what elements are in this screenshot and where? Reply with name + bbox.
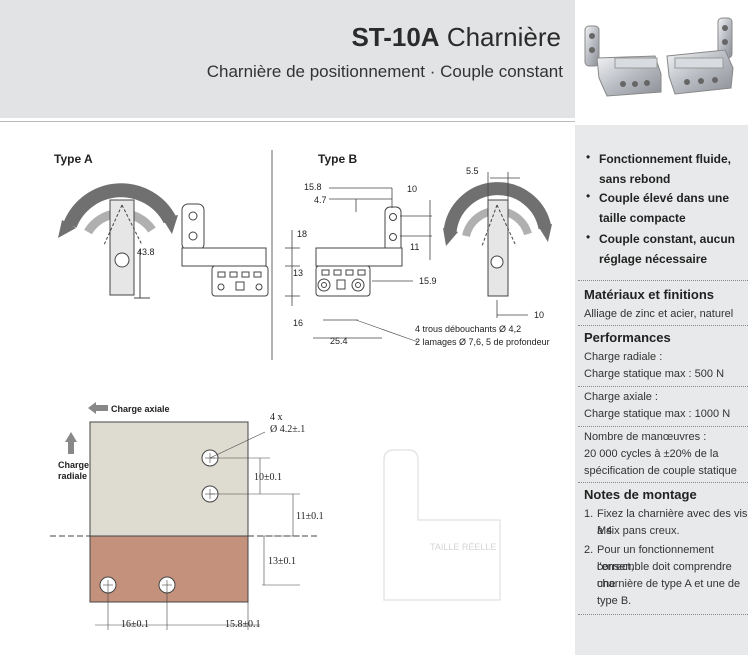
charge-axiale-arrow — [88, 402, 108, 414]
specs-sidebar — [575, 125, 748, 655]
radial-heading: Charge radiale : — [584, 351, 663, 363]
sidebar-rule — [578, 325, 748, 326]
radial-value: Charge statique max : 500 N — [584, 368, 725, 380]
note-1-line-1: Fixez la charnière avec des vis M4 — [597, 508, 748, 537]
cycles-line-2: 20 000 cycles à ±20% de la — [584, 448, 719, 460]
dim-b-15-8: 15.8 — [304, 182, 322, 192]
note-2-line-2: l'ensemble doit comprendre une — [597, 561, 732, 590]
dim-side-10: 10 — [534, 310, 544, 320]
note-1-line-2: à six pans creux. — [597, 525, 680, 537]
taille-reelle-label: TAILLE RÉELLE — [430, 542, 496, 552]
note-lamages: 2 lamages Ø 7,6, 5 de profondeur — [415, 337, 550, 347]
header-band: ST-10A Charnière Charnière de positionne… — [0, 0, 575, 118]
note-2-number: 2. — [584, 544, 594, 556]
sidebar-rule — [578, 426, 748, 427]
note-2-line-1: Pour un fonctionnement correct, — [597, 544, 714, 573]
dim-b-15-9: 15.9 — [419, 276, 437, 286]
dim-b-25-4: 25.4 — [330, 336, 348, 346]
dim-side-5-5: 5.5 — [466, 166, 479, 176]
dim-t-15-8: 15.8±0.1 — [225, 619, 261, 630]
type-b-front-view — [315, 206, 403, 297]
dim-b-18: 18 — [297, 229, 307, 239]
dim-b-16: 16 — [293, 318, 303, 328]
sidebar-rule — [578, 280, 748, 281]
cycles-line-1: Nombre de manœuvres : — [584, 431, 707, 443]
axial-heading: Charge axiale : — [584, 391, 658, 403]
sidebar-rule — [578, 614, 748, 615]
note-2-line-3: charnière de type A et une de — [597, 578, 741, 590]
charge-axiale-label: Charge axiale — [111, 404, 170, 414]
note-2-line-4: type B. — [597, 595, 632, 607]
note-1-number: 1. — [584, 508, 594, 520]
axial-value: Charge statique max : 1000 N — [584, 408, 731, 420]
page-subtitle: Charnière de positionnement · Couple con… — [206, 62, 563, 81]
dim-t-11: 11±0.1 — [296, 511, 324, 522]
materials-text: Alliage de zinc et acier, naturel — [584, 308, 734, 320]
dim-a-43-8: 43.8 — [137, 247, 155, 257]
template-plate-top — [89, 421, 249, 537]
type-b-dimension-lines — [285, 187, 432, 343]
dim-t-13: 13±0.1 — [268, 556, 296, 567]
charge-radiale-label-2: radiale — [58, 471, 87, 481]
type-a-hinge-body — [103, 199, 150, 299]
product-photo — [575, 0, 748, 118]
holes-dia: Ø 4.2±.1 — [270, 424, 305, 435]
type-a-side-view — [181, 203, 269, 297]
holes-qty: 4 x — [270, 412, 283, 423]
type-b-label: Type B — [318, 152, 358, 166]
charge-radiale-label-1: Charge — [58, 460, 89, 470]
dim-b-10: 10 — [407, 184, 417, 194]
type-a-label: Type A — [54, 152, 93, 166]
materials-heading: Matériaux et finitions — [584, 287, 715, 302]
page-title: ST-10A Charnière — [351, 22, 561, 53]
note-holes: 4 trous débouchants Ø 4,2 — [415, 324, 521, 334]
cycles-line-3: spécification de couple statique — [584, 465, 737, 477]
sidebar-rule — [578, 386, 748, 387]
notes-heading: Notes de montage — [584, 487, 697, 502]
model-number: ST-10A — [351, 22, 440, 52]
sidebar-rule — [578, 482, 748, 483]
header-divider — [0, 121, 575, 122]
technical-drawing: 43.8 15.8 4.7 18 13 16 25.4 10 11 — [50, 150, 552, 630]
dim-t-16: 16±0.1 — [121, 619, 149, 630]
dim-t-10: 10±0.1 — [254, 472, 282, 483]
dim-b-13: 13 — [293, 268, 303, 278]
hinge-photo-illustration — [584, 17, 734, 97]
charge-radiale-arrow — [65, 432, 77, 454]
actual-size-outline — [383, 449, 501, 601]
dim-b-4-7: 4.7 — [314, 195, 327, 205]
product-name: Charnière — [439, 22, 561, 52]
type-b-side-hinge — [481, 172, 528, 318]
performances-heading: Performances — [584, 330, 671, 345]
dim-b-11: 11 — [410, 242, 419, 252]
